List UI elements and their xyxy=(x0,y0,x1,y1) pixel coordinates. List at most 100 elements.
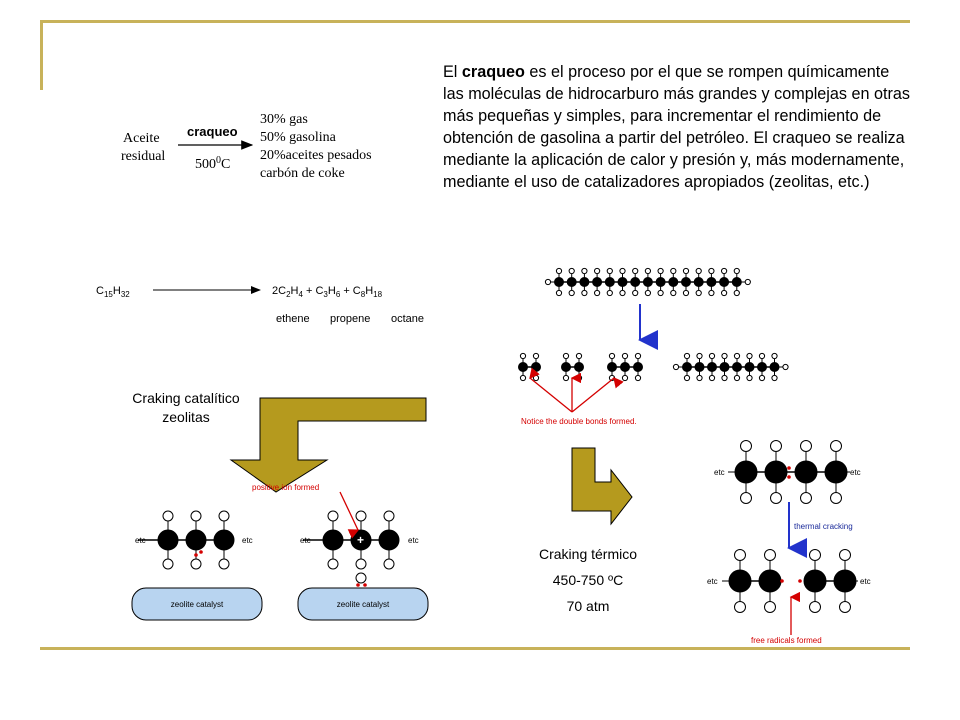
hydrogen-atom xyxy=(734,549,746,561)
etc-label: etc xyxy=(135,536,146,545)
hydrogen-atom xyxy=(758,352,766,360)
frame-top-rule xyxy=(40,20,910,23)
hydrogen-atom xyxy=(764,601,776,613)
hydrogen-atom xyxy=(758,374,766,382)
cracking-scheme: Aceite residual craqueo 5000C 30% gas 50… xyxy=(121,112,372,181)
arrow-label-temp: 5000C xyxy=(195,155,230,172)
carbon-atom xyxy=(566,277,577,287)
hydrogen-atom xyxy=(568,267,575,275)
catalytic-title: Craking catalítico zeolitas xyxy=(132,390,240,425)
hydrogen-atom xyxy=(740,440,752,452)
hydrogen-atom xyxy=(568,289,575,297)
hydrogen-atom xyxy=(218,558,230,570)
carbon-atom xyxy=(157,529,179,551)
carbon-atom xyxy=(633,362,643,372)
equation-reactant: C15H32 xyxy=(96,285,130,299)
hydrogen-atom xyxy=(721,289,728,297)
hydrogen-atom xyxy=(555,289,563,297)
hydrogen-atom xyxy=(327,510,339,522)
carbon-atom xyxy=(794,460,818,484)
hydrogen-atom xyxy=(657,267,664,275)
etc-label: etc xyxy=(850,468,861,477)
thermal-conditions: Craking térmico 450-750 ºC 70 atm xyxy=(513,541,663,619)
carbon-atom xyxy=(617,277,628,287)
carbon-atom xyxy=(592,277,603,287)
carbon-atom xyxy=(824,460,848,484)
hydrogen-atom xyxy=(634,352,642,360)
hydrogen-atom xyxy=(695,267,702,275)
hydrogen-atom xyxy=(644,267,652,275)
hydrogen-atom xyxy=(733,374,741,382)
hydrogen-atom xyxy=(657,289,664,297)
term-craqueo: craqueo xyxy=(461,63,525,81)
hydrogen-atom xyxy=(746,374,753,382)
hydrogen-atom xyxy=(575,374,583,382)
hydrogen-atom xyxy=(809,549,821,561)
carbon-atom xyxy=(706,277,717,287)
product-2: 20%aceites pesados xyxy=(260,148,372,163)
hydrogen-atom xyxy=(634,374,642,382)
equation-products: 2C2H4 + C3H6 + C8H18 xyxy=(272,285,383,299)
carbon-atom xyxy=(561,362,571,372)
hydrogen-atom xyxy=(809,601,821,613)
hydrogen-atom xyxy=(800,440,812,452)
hydrogen-atom xyxy=(683,374,691,382)
hydrogen-atom xyxy=(608,352,616,360)
hydrogen-atom xyxy=(740,492,752,504)
hydrogen-atom xyxy=(682,267,690,275)
etc-label: etc xyxy=(707,577,718,586)
reactant-line1: Aceite xyxy=(123,131,160,146)
hydrogen-atom xyxy=(734,601,746,613)
etc-label: etc xyxy=(860,577,871,586)
hydrogen-atom xyxy=(733,352,741,360)
reactant-line2: residual xyxy=(121,149,165,164)
etc-label: etc xyxy=(714,468,725,477)
hydrogen-atom xyxy=(746,352,753,360)
hydrogen-atom xyxy=(721,352,728,360)
zeolite-catalyst-2 xyxy=(297,587,429,621)
hydrogen-atom xyxy=(644,289,652,297)
hydrogen-atom xyxy=(721,374,728,382)
hydrogen-atom xyxy=(532,374,540,382)
cracked-fragments xyxy=(518,352,789,382)
hydrogen-atom xyxy=(696,374,703,382)
hydrogen-atom xyxy=(708,267,715,275)
name-octane: octane xyxy=(391,313,424,325)
hydrogen-atom xyxy=(708,374,716,382)
carbon-atom xyxy=(574,362,584,372)
positive-ion-pointer xyxy=(339,491,360,539)
thermal-cracking-label: thermal cracking xyxy=(794,522,853,531)
carbon-atom xyxy=(620,362,630,372)
hydrogen-atom xyxy=(672,363,680,371)
hydrogen-atom xyxy=(594,289,601,297)
carbon-atom xyxy=(728,569,752,593)
etc-label: etc xyxy=(242,536,253,545)
product-3: carbón de coke xyxy=(260,166,345,181)
name-propene: propene xyxy=(330,313,370,325)
carbon-atom xyxy=(694,362,705,372)
hydrogen-atom xyxy=(619,289,626,297)
hydrogen-atom xyxy=(830,492,842,504)
carbon-atom xyxy=(213,529,235,551)
carbon-atom xyxy=(707,362,717,372)
product-1: 50% gasolina xyxy=(260,130,337,145)
hydrogen-atom xyxy=(581,267,588,275)
notice-label: Notice the double bonds formed. xyxy=(521,417,637,426)
hydrogen-atom xyxy=(782,363,789,371)
hydrogen-atom xyxy=(519,374,527,382)
hydrogen-atom xyxy=(383,510,395,522)
carbon-atom xyxy=(607,362,617,372)
carbon-atom xyxy=(531,362,541,372)
arrow-label-craqueo: craqueo xyxy=(187,124,238,139)
carbon-atom xyxy=(681,277,691,287)
frame-left-rule xyxy=(40,20,43,90)
carbon-atom xyxy=(731,277,742,287)
hydrogen-atom xyxy=(162,510,174,522)
hydrogen-atom xyxy=(764,549,776,561)
product-0: 30% gas xyxy=(260,112,308,127)
etc-label: etc xyxy=(300,536,311,545)
positive-ion-label: positive ion formed xyxy=(252,483,319,492)
carbon-atom xyxy=(378,529,400,551)
hydrogen-atom xyxy=(544,278,552,286)
